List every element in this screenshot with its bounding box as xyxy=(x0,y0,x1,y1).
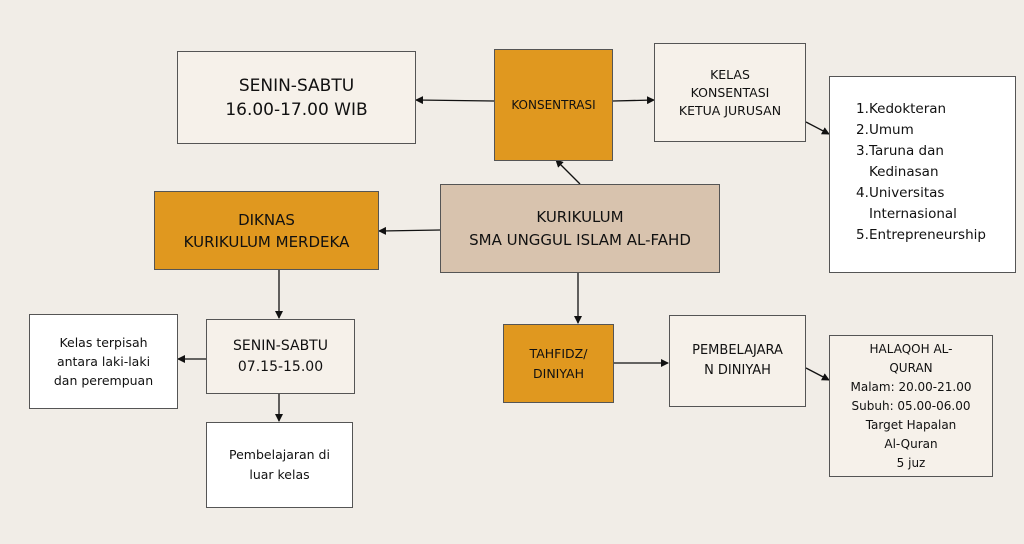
arrow-konsentrasi-to-kelas xyxy=(612,96,655,105)
node-line: KONSENTRASI xyxy=(511,98,596,112)
node-kurikulum: KURIKULUM SMA UNGGUL ISLAM AL-FAHD xyxy=(440,184,720,273)
list-item-text: Entrepreneurship xyxy=(869,227,986,243)
node-line: Malam: 20.00-21.00 xyxy=(850,379,972,394)
list-item: 1. Kedokteran xyxy=(856,99,946,120)
node-line: luar kelas xyxy=(249,467,310,482)
node-line: antara laki-laki xyxy=(56,354,151,369)
node-line: dan perempuan xyxy=(53,373,154,388)
node-halaqoh: HALAQOH AL- QURAN Malam: 20.00-21.00 Sub… xyxy=(829,335,993,477)
node-line: TAHFIDZ/ xyxy=(529,345,588,361)
node-kelas-konsentrasi: KELAS KONSENTASI KETUA JURUSAN xyxy=(654,43,806,142)
node-line: 5 juz xyxy=(896,455,926,470)
list-item: 5. Entrepreneurship xyxy=(856,225,986,246)
list-item-text: Internasional xyxy=(869,206,957,222)
list-item: 4. Universitas Internasional xyxy=(856,183,957,225)
node-line: KELAS xyxy=(710,66,750,82)
node-line: KONSENTASI xyxy=(690,84,770,100)
node-line: Kelas terpisah xyxy=(59,335,148,350)
arrow-kelas-to-daftar xyxy=(805,121,830,135)
node-line: PEMBELAJARA xyxy=(692,343,783,358)
node-pembelajaran-diniyah: PEMBELAJARA N DINIYAH xyxy=(669,315,806,407)
list-item-number: 3. xyxy=(856,143,869,159)
node-line: 16.00-17.00 WIB xyxy=(225,99,368,120)
node-jadwal-konsentrasi: SENIN-SABTU 16.00-17.00 WIB xyxy=(177,51,416,144)
list-item-text: Universitas xyxy=(869,185,945,201)
node-line: 07.15-15.00 xyxy=(237,358,324,375)
node-line: KURIKULUM xyxy=(536,207,624,226)
list-item-number: 4. xyxy=(856,185,869,201)
node-line: Al-Quran xyxy=(884,436,938,451)
node-kelas-terpisah: Kelas terpisah antara laki-laki dan pere… xyxy=(29,314,178,409)
node-tahfidz: TAHFIDZ/ DINIYAH xyxy=(503,324,614,403)
arrow-kurikulum-to-konsentrasi xyxy=(555,159,581,185)
node-line: SENIN-SABTU xyxy=(233,337,328,354)
node-line: DINIYAH xyxy=(533,365,584,381)
arrow-konsentrasi-to-jadwal xyxy=(415,96,495,105)
list-item-text: Taruna dan xyxy=(869,143,944,159)
node-line: SENIN-SABTU xyxy=(238,75,355,96)
node-konsentrasi: KONSENTRASI xyxy=(494,49,613,161)
node-pembelajaran-luar: Pembelajaran di luar kelas xyxy=(206,422,353,508)
arrow-diniyah-to-halaqoh xyxy=(805,367,830,381)
node-line: KURIKULUM MERDEKA xyxy=(183,232,350,251)
node-line: KETUA JURUSAN xyxy=(678,102,782,118)
node-line: N DINIYAH xyxy=(704,363,771,378)
list-item-text: Umum xyxy=(869,122,914,138)
list-item-text: Kedinasan xyxy=(869,164,939,180)
arrow-kurikulum-to-diknas xyxy=(378,226,441,235)
node-daftar-konsentrasi: 1. Kedokteran 2. Umum 3. Taruna dan Kedi… xyxy=(829,76,1016,273)
node-line: Subuh: 05.00-06.00 xyxy=(851,398,971,413)
node-line: Target Hapalan xyxy=(865,417,957,432)
list-item: 3. Taruna dan Kedinasan xyxy=(856,141,944,183)
node-line: Pembelajaran di xyxy=(229,447,330,462)
node-line: QURAN xyxy=(889,360,933,375)
node-line: DIKNAS xyxy=(238,210,295,229)
node-jadwal-diknas: SENIN-SABTU 07.15-15.00 xyxy=(206,319,355,394)
node-line: HALAQOH AL- xyxy=(869,341,953,356)
node-line: SMA UNGGUL ISLAM AL-FAHD xyxy=(469,230,691,249)
list-item-number: 2. xyxy=(856,122,869,138)
list-item-number: 1. xyxy=(856,101,869,117)
node-diknas: DIKNAS KURIKULUM MERDEKA xyxy=(154,191,379,270)
list-item-text: Kedokteran xyxy=(869,101,947,117)
list-item: 2. Umum xyxy=(856,120,914,141)
list-item-number: 5. xyxy=(856,227,869,243)
